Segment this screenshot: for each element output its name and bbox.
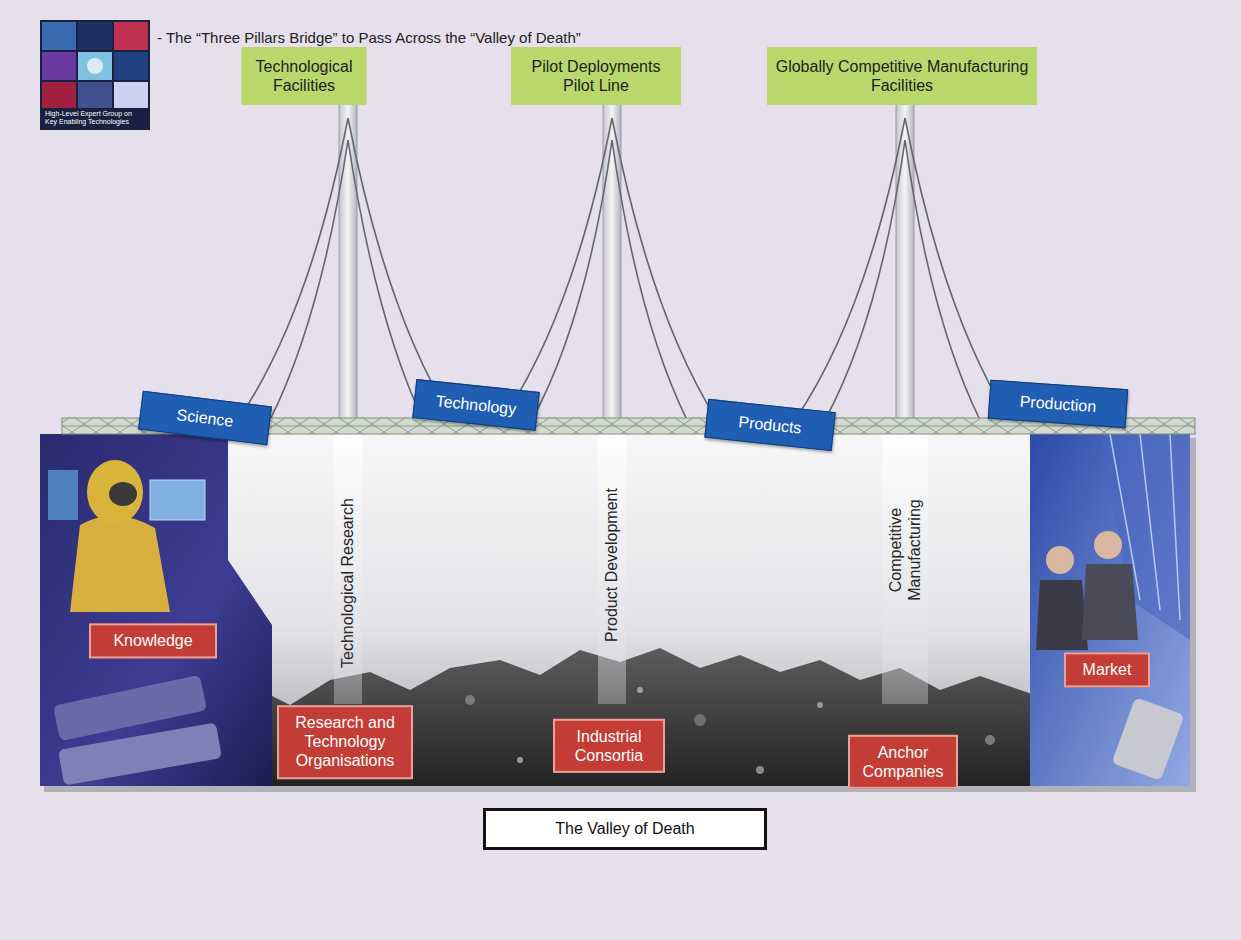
valley-scene bbox=[40, 434, 1196, 792]
actor-box: Research and Technology Organisations bbox=[277, 705, 413, 779]
report-thumbnail bbox=[40, 20, 150, 130]
pillar-sign: Technological Facilities bbox=[242, 47, 367, 105]
deck-stage-tag: Science bbox=[138, 391, 272, 446]
pillar-sign: Globally Competitive Manufacturing Facil… bbox=[767, 47, 1037, 105]
actor-box: Industrial Consortia bbox=[553, 719, 665, 773]
actor-box: Market bbox=[1064, 652, 1150, 687]
node-text: Science bbox=[176, 405, 235, 431]
thumbnail-caption: High-Level Expert Group on Key Enabling … bbox=[45, 110, 145, 126]
node-text: Technological Facilities bbox=[250, 57, 359, 95]
node-text: Market bbox=[1083, 660, 1132, 679]
node-text: Research and Technology Organisations bbox=[287, 713, 403, 771]
node-text: Anchor Companies bbox=[858, 743, 948, 781]
node-text: Pilot Deployments Pilot Line bbox=[519, 57, 673, 95]
node-text: Products bbox=[738, 412, 803, 438]
node-text: Production bbox=[1019, 392, 1097, 416]
valley-caption-box: The Valley of Death bbox=[483, 808, 767, 850]
node-text: Industrial Consortia bbox=[563, 727, 655, 765]
actor-box: Knowledge bbox=[89, 623, 217, 658]
node-text: Technology bbox=[435, 391, 518, 419]
actor-box: Anchor Companies bbox=[848, 735, 958, 789]
node-text: The Valley of Death bbox=[555, 819, 694, 838]
bridge-cables bbox=[238, 118, 1010, 420]
deck-stage-tag: Production bbox=[988, 380, 1128, 429]
pillar-sign: Pilot Deployments Pilot Line bbox=[511, 47, 681, 105]
node-text: Globally Competitive Manufacturing Facil… bbox=[775, 57, 1029, 95]
deck-stage-tag: Products bbox=[704, 399, 835, 451]
pillar-text: Competitive Manufacturing bbox=[886, 491, 924, 609]
pillar-text: Technological Research bbox=[338, 498, 357, 668]
bridge-pillars bbox=[334, 104, 928, 704]
pillar-text: Product Development bbox=[602, 488, 621, 642]
deck-stage-tag: Technology bbox=[412, 379, 539, 431]
diagram-title: - The “Three Pillars Bridge” to Pass Acr… bbox=[157, 29, 581, 46]
node-text: Knowledge bbox=[113, 631, 192, 650]
